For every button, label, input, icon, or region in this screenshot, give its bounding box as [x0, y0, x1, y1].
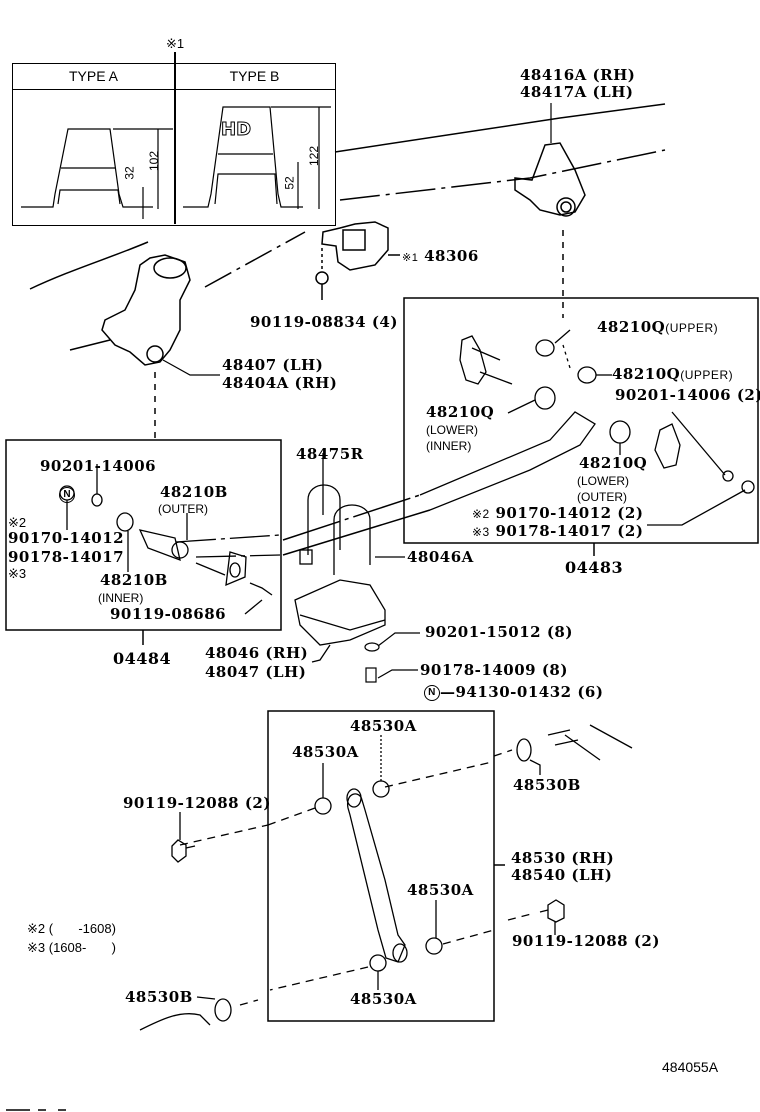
- part-48530[interactable]: 48530 (RH): [511, 849, 615, 867]
- part-90201-14006-kit[interactable]: 90201-14006 (2): [615, 386, 760, 404]
- part-90170-14012[interactable]: 90170-14012: [8, 529, 125, 547]
- part-90119-08834[interactable]: 90119-08834 (4): [250, 313, 398, 331]
- part-48417a[interactable]: 48417A (LH): [520, 83, 634, 101]
- part-48530a-lower[interactable]: 48530A: [407, 881, 474, 899]
- part-number: 48306: [424, 247, 479, 265]
- type-b-dim-low: 52: [282, 176, 297, 190]
- bumper-drawing: [315, 221, 400, 300]
- type-table-divider: [174, 52, 176, 224]
- kit-04484[interactable]: 04484: [113, 649, 172, 668]
- part-90201-14006[interactable]: 90201-14006: [40, 457, 157, 475]
- frame-rail-line: [29, 241, 149, 290]
- part-48540[interactable]: 48540 (LH): [511, 866, 613, 884]
- part-90119-12088-right[interactable]: 90119-12088 (2): [512, 932, 660, 950]
- part-48210q-lower-outer[interactable]: 48210Q: [579, 454, 648, 472]
- part-48306[interactable]: ※1 48306: [402, 248, 479, 265]
- part-94130-01432[interactable]: N—94130-01432 (6): [424, 684, 603, 701]
- type-table-marker: ※1: [166, 36, 185, 51]
- part-48530a-top[interactable]: 48530A: [350, 717, 417, 735]
- note-marker: ※1: [402, 252, 419, 264]
- footnote-2: ※2 ( -1608): [27, 921, 116, 936]
- part-90201-15012[interactable]: 90201-15012 (8): [425, 623, 573, 641]
- part-48047[interactable]: 48047 (LH): [205, 663, 307, 681]
- nut-drawing: [365, 667, 377, 683]
- part-48210q-lower-inner[interactable]: 48210Q: [426, 403, 495, 421]
- frame-rail-line: [334, 103, 666, 153]
- part-90178-14009[interactable]: 90178-14009 (8): [420, 661, 568, 679]
- kit-04483[interactable]: 04483: [565, 558, 624, 577]
- part-48046a[interactable]: 48046A: [407, 548, 474, 566]
- part-90119-12088-left[interactable]: 90119-12088 (2): [123, 794, 271, 812]
- part-48475r[interactable]: 48475R: [296, 445, 364, 463]
- part-90178-14017[interactable]: 90178-14017: [8, 548, 125, 566]
- n-symbol: N: [424, 685, 440, 701]
- note-outer: (OUTER): [577, 490, 627, 504]
- note-outer: (OUTER): [158, 502, 208, 516]
- leaf-spring-line: [282, 494, 421, 541]
- part-48416a[interactable]: 48416A (RH): [520, 66, 636, 84]
- part-48046[interactable]: 48046 (RH): [205, 644, 309, 662]
- footnote-3: ※3 (1608- ): [27, 940, 116, 955]
- type-a-dim-high: 102: [147, 150, 162, 172]
- part-48407[interactable]: 48407 (LH): [222, 356, 324, 374]
- frame-rail-line: [204, 231, 306, 288]
- part-48530b-right[interactable]: 48530B: [513, 776, 581, 794]
- type-table: TYPE A TYPE B 32 102 52 122 HD: [12, 63, 336, 226]
- part-48404a[interactable]: 48404A (RH): [222, 374, 338, 392]
- spring-seat-plate-drawing: [294, 579, 386, 663]
- type-a-dim-low: 32: [122, 166, 137, 180]
- note-inner: (INNER): [98, 591, 144, 605]
- washer-drawing: [364, 642, 380, 652]
- part-90178-14017-kit[interactable]: ※3 90178-14017 (2): [472, 522, 644, 540]
- frame-rail-line: [69, 339, 111, 351]
- kit-box-04483: [403, 297, 759, 544]
- part-48530b-left[interactable]: 48530B: [125, 988, 193, 1006]
- shock-absorber-drawing: [139, 724, 633, 1031]
- shock-box: [267, 710, 495, 1022]
- n-symbol: N: [59, 484, 75, 503]
- type-a-header: TYPE A: [13, 64, 174, 90]
- type-b-dim-high: 122: [307, 145, 322, 167]
- u-bolt-drawing: [299, 453, 405, 575]
- part-90119-08686[interactable]: 90119-08686: [110, 605, 227, 623]
- part-48210b-inner[interactable]: 48210B: [100, 571, 168, 589]
- part-90170-14012-kit[interactable]: ※2 90170-14012 (2): [472, 504, 644, 522]
- note-lower: (LOWER): [577, 474, 629, 488]
- hd-badge: HD: [220, 119, 252, 141]
- note-lower: (LOWER): [426, 423, 478, 437]
- note-marker-2: ※2: [8, 515, 27, 530]
- rear-hanger-bracket-drawing: [514, 103, 586, 217]
- front-hanger-bracket-drawing: [101, 254, 220, 376]
- part-48210q-upper-2[interactable]: 48210Q(UPPER): [612, 365, 734, 383]
- shackle-kit-drawing: [419, 329, 755, 526]
- part-48530a-upper[interactable]: 48530A: [292, 743, 359, 761]
- frame-rail-line: [339, 149, 666, 201]
- part-48210b-outer[interactable]: 48210B: [160, 483, 228, 501]
- type-profiles-drawing: [21, 106, 331, 219]
- note-inner: (INNER): [426, 439, 472, 453]
- type-b-header: TYPE B: [174, 64, 335, 90]
- note-marker-3: ※3: [8, 566, 27, 581]
- figure-id: 484055A: [662, 1059, 719, 1075]
- part-48530a-bottom[interactable]: 48530A: [350, 990, 417, 1008]
- part-48210q-upper-1[interactable]: 48210Q(UPPER): [597, 318, 719, 336]
